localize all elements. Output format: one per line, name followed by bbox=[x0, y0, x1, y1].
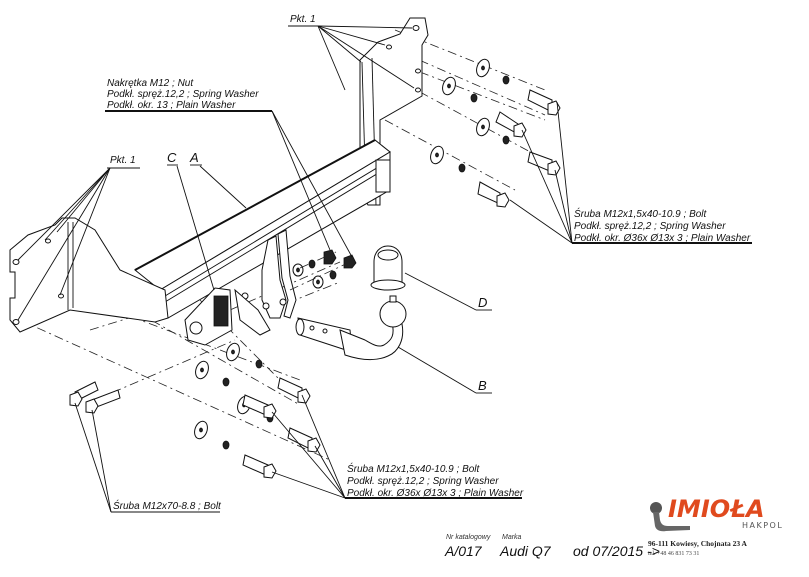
nut-label-line-2: Podkł. spręż.12,2 ; Spring Washer bbox=[107, 89, 259, 100]
make-value: Audi Q7 bbox=[499, 543, 552, 559]
label-part-d: D bbox=[478, 295, 487, 310]
nut-group-fasteners bbox=[289, 249, 357, 291]
imiola-logo: IMIOŁA HAKPOL bbox=[650, 495, 783, 532]
date-range: od 07/2015 -> bbox=[573, 543, 660, 559]
label-part-b: B bbox=[478, 378, 487, 393]
socket-plate-c bbox=[184, 287, 249, 346]
catalog-number-label: Nr katalogowy bbox=[446, 534, 491, 541]
label-pkt1-left: Pkt. 1 bbox=[110, 155, 136, 166]
tow-ball-b bbox=[295, 295, 407, 361]
ball-cap-d bbox=[370, 245, 406, 291]
bottom-bolt-label-line-1: Śruba M12x1,5x40-10.9 ; Bolt bbox=[347, 462, 481, 475]
crossbar-a bbox=[134, 139, 391, 319]
logo-text: IMIOŁA bbox=[668, 495, 765, 523]
title-block: Nr katalogowy A/017 Marka Audi Q7 od 07/… bbox=[444, 534, 748, 559]
right-bolt-label-line-2: Podkł. spręż.12,2 ; Spring Washer bbox=[574, 221, 726, 232]
logo-subtext: HAKPOL bbox=[742, 521, 783, 530]
right-bolt-label-line-1: Śruba M12x1,5x40-10.9 ; Bolt bbox=[574, 207, 708, 220]
label-part-c: C bbox=[167, 150, 177, 165]
right-bolt-label-line-3: Podkł. okr. Ø36x Ø13x 3 ; Plain Washer bbox=[574, 233, 751, 244]
nut-label-line-1: Nakrętka M12 ; Nut bbox=[107, 78, 194, 89]
label-part-a: A bbox=[189, 150, 199, 165]
bottom-bolt-label-line-2: Podkł. spręż.12,2 ; Spring Washer bbox=[347, 476, 499, 487]
hook-bracket bbox=[234, 229, 297, 336]
leader-lines bbox=[17, 25, 752, 513]
callout-labels: Pkt. 1 Pkt. 1 C A D B Nakrętka M12 ; Nut… bbox=[107, 14, 751, 512]
catalog-number-value: A/017 bbox=[444, 543, 483, 559]
left-bolt-label: Śruba M12x70-8.8 ; Bolt bbox=[113, 499, 222, 512]
nut-label-line-3: Podkł. okr. 13 ; Plain Washer bbox=[107, 100, 236, 111]
company-address: 96-111 Kowiesy, Chojnata 23 A bbox=[648, 539, 748, 548]
left-mounting-plate bbox=[9, 217, 169, 333]
bottom-bolt-label-line-3: Podkł. okr. Ø36x Ø13x 3 ; Plain Washer bbox=[347, 488, 524, 499]
make-label: Marka bbox=[502, 534, 522, 541]
label-pkt1-top: Pkt. 1 bbox=[290, 14, 316, 25]
tow-hook-icon bbox=[650, 502, 690, 532]
bottom-fasteners bbox=[69, 342, 321, 479]
company-phone: tel. +48 46 831 73 31 bbox=[648, 551, 699, 557]
